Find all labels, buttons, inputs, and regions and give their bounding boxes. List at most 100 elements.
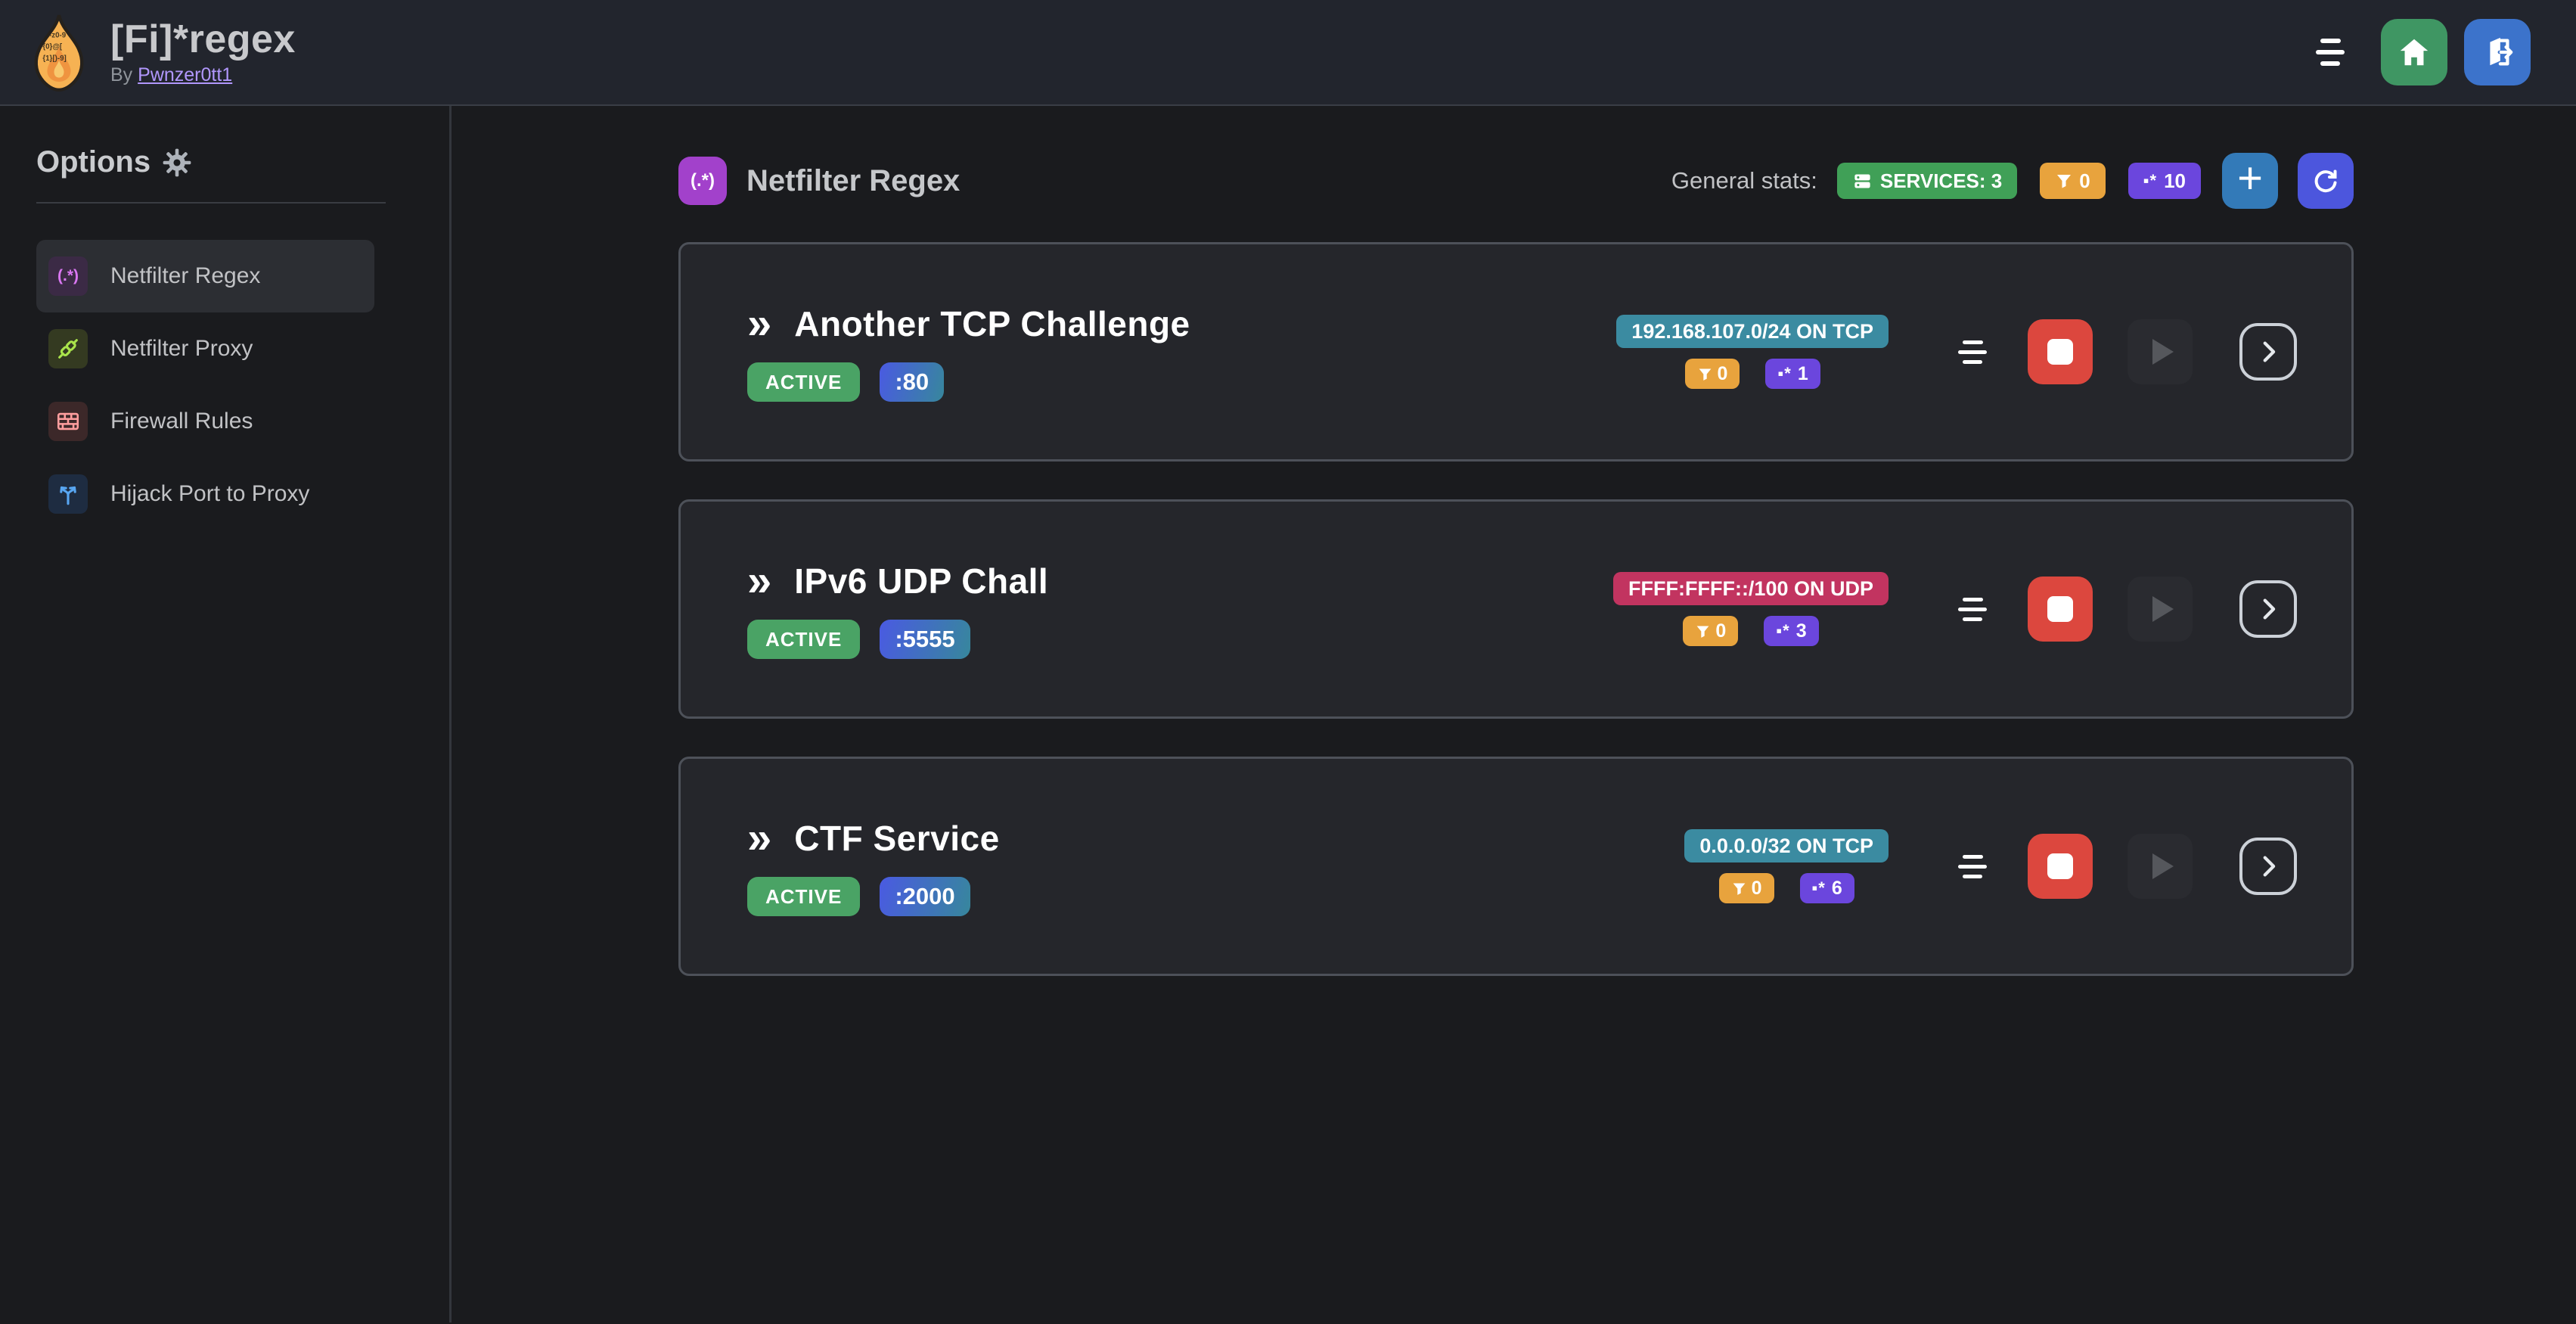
main-content: (.*) Netfilter Regex General stats: SERV… xyxy=(452,106,2576,1322)
port-badge: :80 xyxy=(880,362,945,402)
stop-icon xyxy=(2047,339,2073,365)
regex-icon: (.*) xyxy=(48,256,88,296)
sidebar-item-label: Netfilter Proxy xyxy=(110,336,253,361)
service-menu-icon[interactable] xyxy=(1958,340,1987,364)
play-icon xyxy=(2152,853,2174,879)
home-button[interactable] xyxy=(2381,19,2447,85)
general-stats: General stats: SERVICES: 3 xyxy=(1671,153,2354,209)
sidebar-item-label: Firewall Rules xyxy=(110,409,253,434)
open-service-button[interactable] xyxy=(2239,580,2297,638)
start-service-button-disabled[interactable] xyxy=(2128,319,2193,384)
regex-glyph: (.*) xyxy=(691,170,715,191)
address-badge: FFFF:FFFF::/100 ON UDP xyxy=(1613,572,1889,605)
logout-button[interactable] xyxy=(2464,19,2531,85)
sidebar: Options (.*) xyxy=(0,106,452,1322)
filter-icon xyxy=(1699,368,1711,381)
play-icon xyxy=(2152,596,2174,622)
regexes-count: 10 xyxy=(2164,169,2186,192)
options-heading: Options xyxy=(36,145,427,179)
services-count-badge: SERVICES: 3 xyxy=(1836,163,2018,199)
regexes-count: 6 xyxy=(1831,877,1842,899)
server-icon xyxy=(1854,174,1870,188)
filters-count: 0 xyxy=(1751,877,1762,899)
double-chevron-icon: » xyxy=(747,813,772,862)
logo-regex-text: -z0-9 xyxy=(49,32,67,40)
header-actions xyxy=(2316,19,2531,85)
services-count: SERVICES: 3 xyxy=(1879,169,2003,192)
filter-icon xyxy=(2057,175,2072,188)
service-controls xyxy=(1958,319,2297,384)
stop-service-button[interactable] xyxy=(2028,319,2093,384)
sidebar-nav: (.*) Netfilter Regex Netfilter Proxy xyxy=(36,240,427,530)
filter-icon xyxy=(1733,883,1745,895)
section-title: Netfilter Regex xyxy=(746,163,961,197)
start-service-button-disabled[interactable] xyxy=(2128,834,2193,899)
service-stats: 0.0.0.0/32 ON TCP 0 ▪* 6 xyxy=(1684,829,1889,903)
regex-glyph: ▪* xyxy=(1776,621,1790,640)
author-link[interactable]: Pwnzer0tt1 xyxy=(138,64,233,86)
start-service-button-disabled[interactable] xyxy=(2128,577,2193,642)
byline: By Pwnzer0tt1 xyxy=(110,64,296,86)
open-service-button[interactable] xyxy=(2239,838,2297,895)
filter-icon xyxy=(1697,626,1709,638)
service-menu-icon[interactable] xyxy=(1958,597,1987,621)
sidebar-item-firewall-rules[interactable]: Firewall Rules xyxy=(36,385,374,458)
service-menu-icon[interactable] xyxy=(1958,854,1987,878)
app-shell: Options (.*) xyxy=(0,106,2576,1322)
regexes-count-badge: ▪* 1 xyxy=(1765,359,1820,389)
service-name: IPv6 UDP Chall xyxy=(794,561,1049,601)
filters-count-badge: 0 xyxy=(1683,616,1739,646)
service-info: » CTF Service ACTIVE :2000 xyxy=(747,816,1000,916)
regexes-count-badge: ▪* 10 xyxy=(2128,163,2201,199)
stop-icon xyxy=(2047,596,2073,622)
regexes-count-badge: ▪* 3 xyxy=(1764,616,1819,646)
refresh-button[interactable] xyxy=(2298,153,2354,209)
filters-count-badge: 0 xyxy=(2040,163,2106,199)
firewall-icon xyxy=(48,402,88,441)
service-card: » Another TCP Challenge ACTIVE :80 192.1… xyxy=(678,242,2354,462)
header-menu-icon[interactable] xyxy=(2316,39,2345,66)
service-info: » IPv6 UDP Chall ACTIVE :5555 xyxy=(747,559,1048,659)
play-icon xyxy=(2152,339,2174,365)
stop-service-button[interactable] xyxy=(2028,834,2093,899)
double-chevron-icon: » xyxy=(747,299,772,348)
filters-count: 0 xyxy=(1717,362,1728,384)
options-title: Options xyxy=(36,145,151,179)
logout-icon xyxy=(2490,37,2513,66)
service-card: » CTF Service ACTIVE :2000 0.0.0.0/32 ON… xyxy=(678,757,2354,976)
regex-glyph: ▪* xyxy=(1777,364,1792,383)
section-header: (.*) Netfilter Regex General stats: SERV… xyxy=(678,153,2354,209)
port-badge: :5555 xyxy=(880,620,970,659)
regexes-count: 1 xyxy=(1797,362,1808,384)
stop-icon xyxy=(2047,853,2073,879)
chevron-right-icon xyxy=(2263,598,2276,620)
open-service-button[interactable] xyxy=(2239,323,2297,381)
service-card: » IPv6 UDP Chall ACTIVE :5555 FFFF:FFFF:… xyxy=(678,499,2354,719)
status-badge: ACTIVE xyxy=(747,877,861,916)
service-name: Another TCP Challenge xyxy=(794,304,1190,343)
service-stats: FFFF:FFFF::/100 ON UDP 0 ▪* 3 xyxy=(1613,572,1889,646)
address-badge: 192.168.107.0/24 ON TCP xyxy=(1616,315,1889,348)
sidebar-item-hijack-port[interactable]: Hijack Port to Proxy xyxy=(36,458,374,530)
app-title: [Fi]*regex xyxy=(110,17,296,61)
byline-prefix: By xyxy=(110,64,133,86)
stop-service-button[interactable] xyxy=(2028,577,2093,642)
app-header: -z0-9 {0}@[ {1}[)-9] [Fi]*regex By Pwnze… xyxy=(0,0,2576,106)
port-badge: :2000 xyxy=(880,877,970,916)
address-badge: 0.0.0.0/32 ON TCP xyxy=(1684,829,1889,862)
regexes-count-badge: ▪* 6 xyxy=(1799,873,1854,903)
filters-count-badge: 0 xyxy=(1684,359,1740,389)
filters-count: 0 xyxy=(2079,169,2090,192)
chevron-right-icon xyxy=(2263,341,2276,362)
title-block: [Fi]*regex By Pwnzer0tt1 xyxy=(110,17,296,86)
stats-label: General stats: xyxy=(1671,167,1817,194)
service-name: CTF Service xyxy=(794,819,1000,858)
add-service-button[interactable]: + xyxy=(2222,153,2278,209)
split-arrows-icon xyxy=(48,474,88,514)
sidebar-item-netfilter-proxy[interactable]: Netfilter Proxy xyxy=(36,312,374,385)
gear-icon xyxy=(163,148,191,176)
home-icon xyxy=(2400,39,2429,66)
sidebar-item-netfilter-regex[interactable]: (.*) Netfilter Regex xyxy=(36,240,374,312)
logo-regex-text: {1}[)-9] xyxy=(42,54,66,63)
filters-count-badge: 0 xyxy=(1718,873,1774,903)
